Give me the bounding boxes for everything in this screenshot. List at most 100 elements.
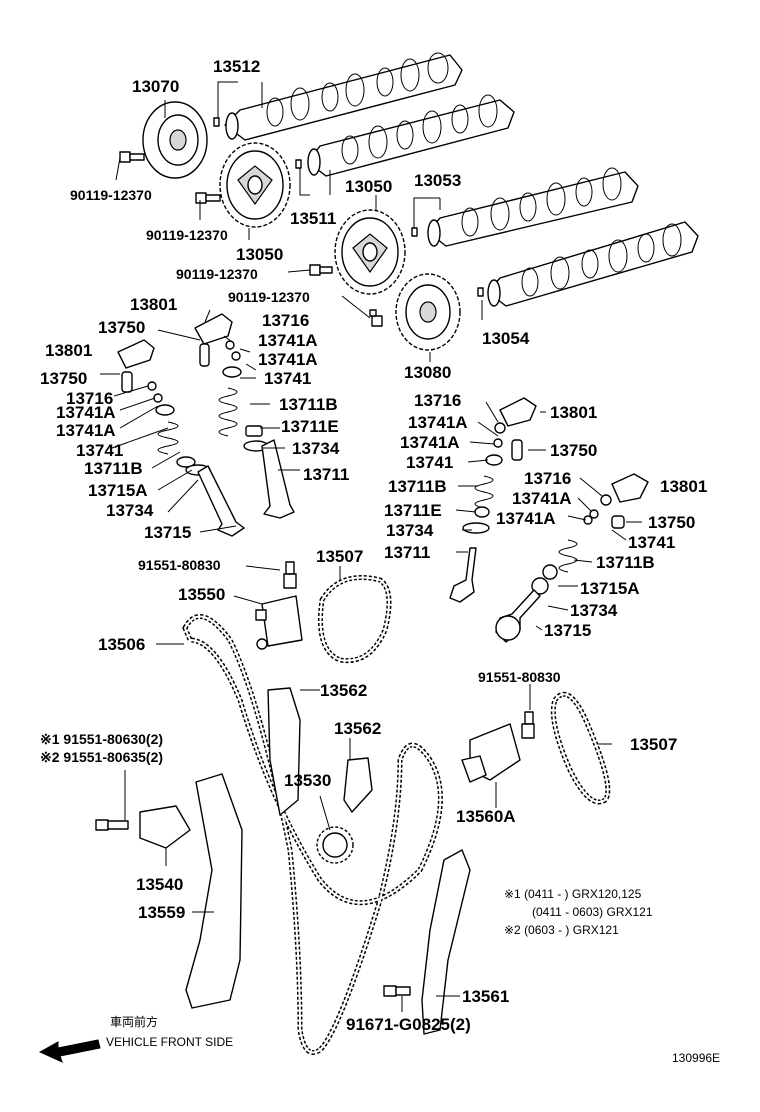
chain-tensioner-13540: [95, 805, 191, 849]
chain-slipper-13559: [185, 773, 243, 1009]
camshaft-13511: [307, 94, 515, 177]
valvetrain-right-lower: [495, 473, 649, 643]
label-13507-a: 13507: [316, 547, 363, 566]
label-13716-b: 13716: [66, 389, 113, 408]
leader-lines: [100, 81, 642, 1012]
label-91671: 91671-G0825(2): [346, 1015, 471, 1034]
label-13741-c: 13741: [406, 453, 453, 472]
label-13050-upper: 13050: [345, 177, 392, 196]
label-13741A-c: 13741A: [56, 403, 116, 422]
cam-chain-13507-right: [550, 691, 611, 805]
camshaft-13512: [224, 52, 463, 141]
chain-guide-13561: [383, 849, 471, 1035]
label-13711B-a: 13711B: [279, 395, 338, 414]
label-13054: 13054: [482, 329, 530, 348]
label-13750-b: 13750: [40, 369, 87, 388]
knock-pins: [213, 117, 484, 297]
label-13711E-b: 13711E: [384, 501, 442, 520]
label-13741A-e: 13741A: [408, 413, 468, 432]
chain-tensioner-13550: [255, 561, 303, 650]
label-13716-a: 13716: [262, 311, 309, 330]
label-13750-d: 13750: [648, 513, 695, 532]
label-13560A: 13560A: [456, 807, 516, 826]
label-91551-b: 91551-80830: [478, 669, 561, 685]
cam-timing-gear-13050-upper: [219, 142, 291, 228]
label-bolt-1: 90119-12370: [70, 187, 152, 203]
label-13715A-b: 13715A: [580, 579, 640, 598]
cam-timing-gear-13050-lower: [334, 209, 406, 295]
label-13562-b: 13562: [334, 719, 381, 738]
label-13734-d: 13734: [570, 601, 618, 620]
label-13540: 13540: [136, 875, 183, 894]
label-13741A-f: 13741A: [400, 433, 460, 452]
figure-id: 130996E: [672, 1051, 720, 1065]
label-13711B-d: 13711B: [596, 553, 655, 572]
label-13741A-h: 13741A: [496, 509, 556, 528]
cam-timing-gear-13080: [395, 273, 461, 351]
label-13734-c: 13734: [386, 521, 434, 540]
label-13070: 13070: [132, 77, 179, 96]
label-13741A-g: 13741A: [512, 489, 572, 508]
valvetrain-right-upper: [449, 397, 537, 603]
label-13507-b: 13507: [630, 735, 677, 754]
label-13741A-a: 13741A: [258, 331, 318, 350]
label-13559: 13559: [138, 903, 185, 922]
label-13734-b: 13734: [106, 501, 154, 520]
label-13741-a: 13741: [264, 369, 311, 388]
footnote-1: ※1 (0411 - ) GRX120,125: [504, 887, 642, 901]
camshaft-13054: [487, 221, 699, 307]
chain-tensioner-13560A: [461, 711, 535, 783]
label-13715A-a: 13715A: [88, 481, 148, 500]
direction-jp: 車両前方: [110, 1014, 158, 1029]
label-13801-d: 13801: [660, 477, 707, 496]
label-13801-a: 13801: [130, 295, 177, 314]
label-13511: 13511: [290, 209, 336, 228]
part-labels: 13070 13512 90119-12370 90119-12370 1351…: [40, 57, 720, 1065]
valvetrain-left-upper: [194, 313, 295, 519]
label-13550: 13550: [178, 585, 225, 604]
label-13715-a: 13715: [144, 523, 191, 542]
label-13711B-c: 13711B: [388, 477, 447, 496]
footnote-2: (0411 - 0603) GRX121: [532, 905, 653, 919]
label-bolt-4: 90119-12370: [228, 289, 310, 305]
direction-en: VEHICLE FRONT SIDE: [106, 1035, 233, 1049]
label-13715-b: 13715: [544, 621, 591, 640]
label-13716-c: 13716: [414, 391, 461, 410]
note-bolt-1: ※1 91551-80630(2): [40, 731, 163, 747]
label-13801-b: 13801: [45, 341, 92, 360]
label-bolt-2: 90119-12370: [146, 227, 228, 243]
label-13741A-b: 13741A: [258, 350, 318, 369]
camshaft-13053: [427, 167, 639, 247]
gear-bolts: [119, 151, 383, 327]
label-13711E-a: 13711E: [281, 417, 339, 436]
label-13080: 13080: [404, 363, 451, 382]
front-direction-arrow-icon: [38, 1039, 101, 1063]
label-13734-a: 13734: [292, 439, 340, 458]
label-13506: 13506: [98, 635, 145, 654]
label-13050-lower: 13050: [236, 245, 283, 264]
label-13750-c: 13750: [550, 441, 597, 460]
label-13711B-b: 13711B: [84, 459, 143, 478]
label-13741-b: 13741: [76, 441, 123, 460]
idle-sprocket-13530: [316, 826, 354, 864]
label-13053: 13053: [414, 171, 461, 190]
note-bolt-2: ※2 91551-80635(2): [40, 749, 163, 765]
label-bolt-3: 90119-12370: [176, 266, 258, 282]
label-91551-a: 91551-80830: [138, 557, 221, 573]
label-13561: 13561: [462, 987, 509, 1006]
label-13741-d: 13741: [628, 533, 675, 552]
label-13750-a: 13750: [98, 318, 145, 337]
chain-guide-13562-a: [267, 687, 301, 816]
label-13711-b: 13711: [384, 543, 430, 562]
footnote-3: ※2 (0603 - ) GRX121: [504, 923, 619, 937]
label-13530: 13530: [284, 771, 331, 790]
label-13562-a: 13562: [320, 681, 367, 700]
label-13711-a: 13711: [303, 465, 349, 484]
chain-guide-13562-b: [343, 757, 373, 813]
label-13512: 13512: [213, 57, 260, 76]
cam-chain-13507-left: [317, 575, 392, 664]
label-13741A-d: 13741A: [56, 421, 116, 440]
label-13801-c: 13801: [550, 403, 597, 422]
